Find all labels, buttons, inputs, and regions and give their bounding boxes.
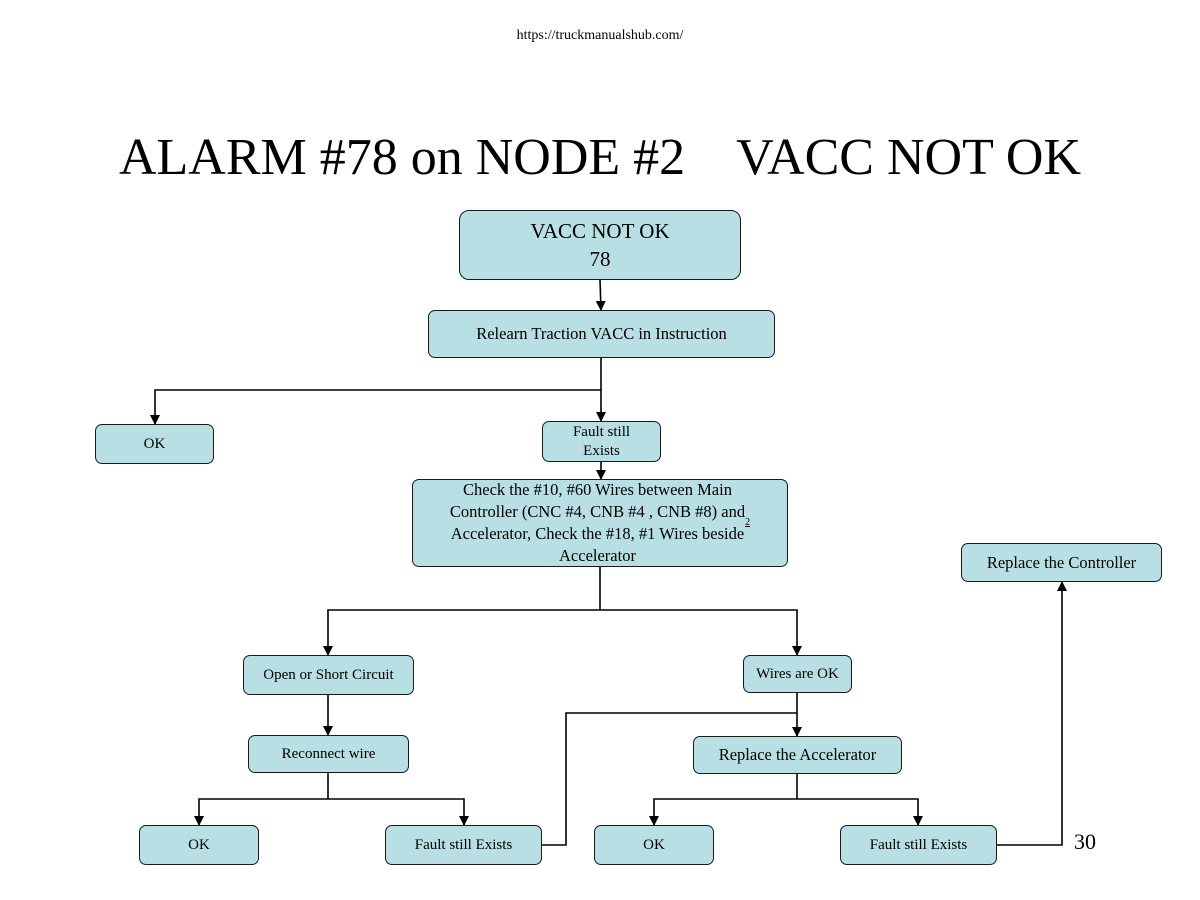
connector-to-open-short — [323, 609, 600, 656]
node-replace-controller: Replace the Controller — [961, 543, 1162, 582]
node-fault-right: Fault still Exists — [840, 825, 997, 865]
node-open-short: Open or Short Circuit — [243, 655, 414, 695]
node-fault-left: Fault still Exists — [385, 825, 542, 865]
node-wires-ok: Wires are OK — [743, 655, 852, 693]
node-ok-right: OK — [594, 825, 714, 865]
connector-to-fault-left — [328, 798, 469, 826]
connector-fault-right-to-controller — [997, 581, 1067, 846]
node-ok-top: OK — [95, 424, 214, 464]
connector-to-fault-right — [797, 798, 923, 826]
node-fault-top: Fault still Exists — [542, 421, 661, 462]
node-ok-left: OK — [139, 825, 259, 865]
connector-to-ok-top — [150, 389, 601, 425]
node-check-wires: Check the #10, #60 Wires between Main Co… — [412, 479, 788, 567]
node-replace-accelerator: Replace the Accelerator — [693, 736, 902, 774]
connector-alarm-to-relearn — [595, 279, 606, 311]
slide-title: ALARM #78 on NODE #2 VACC NOT OK — [118, 129, 1082, 186]
node-reconnect: Reconnect wire — [248, 735, 409, 773]
connector-fault-left-loop — [542, 712, 797, 846]
check-wires-text: Check the #10, #60 Wires between Main Co… — [449, 480, 746, 565]
node-relearn: Relearn Traction VACC in Instruction — [428, 310, 775, 358]
source-url: https://truckmanualshub.com/ — [516, 28, 684, 43]
check-wires-ref: 2 — [745, 517, 751, 528]
node-alarm: VACC NOT OK 78 — [459, 210, 741, 280]
page-number: 30 — [1074, 829, 1096, 854]
connector-to-wires-ok — [600, 609, 802, 656]
connector-to-ok-left — [194, 798, 328, 826]
connector-to-ok-right — [649, 798, 797, 826]
